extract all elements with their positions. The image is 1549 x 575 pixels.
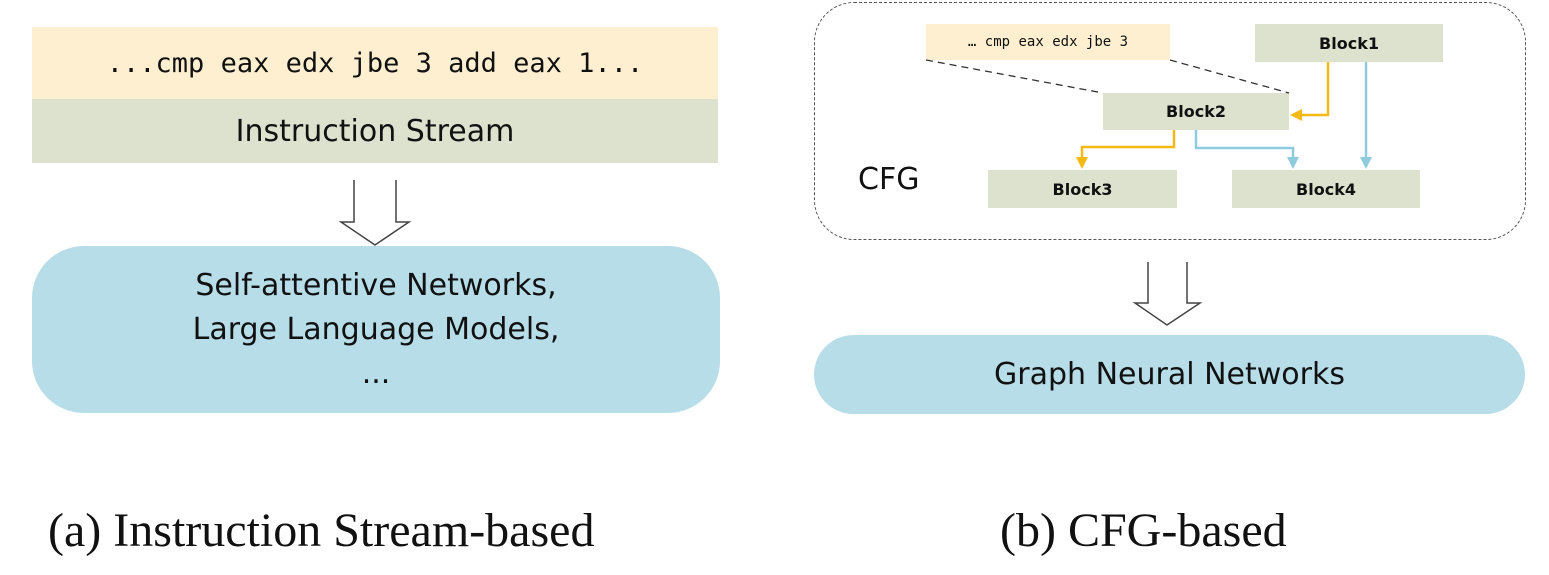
block-4: Block4 bbox=[1232, 170, 1420, 208]
sequence-models-box: Self-attentive Networks, Large Language … bbox=[32, 246, 720, 413]
model-line-3: ... bbox=[361, 355, 391, 391]
arrowhead-block1-block2 bbox=[1290, 109, 1302, 121]
edge-block1-block2 bbox=[1302, 62, 1330, 117]
arrowhead-block2-block4 bbox=[1287, 157, 1299, 169]
caption-b: (b) CFG-based bbox=[1000, 504, 1287, 557]
instruction-stream-label: Instruction Stream bbox=[32, 99, 718, 163]
zoom-line-left bbox=[925, 59, 1104, 94]
model-line-1: Self-attentive Networks, bbox=[195, 267, 557, 303]
edge-block2-block4 bbox=[1194, 130, 1295, 157]
cfg-code-snippet: … cmp eax edx jbe 3 bbox=[926, 24, 1170, 60]
edge-block2-block3 bbox=[1080, 130, 1176, 157]
arrowhead-block2-block3 bbox=[1076, 157, 1088, 169]
block-2: Block2 bbox=[1103, 93, 1289, 130]
block-1: Block1 bbox=[1255, 24, 1443, 62]
model-line-2: Large Language Models, bbox=[192, 311, 560, 347]
zoom-line-right bbox=[1169, 59, 1290, 94]
block-3: Block3 bbox=[988, 170, 1177, 208]
cfg-frame bbox=[814, 2, 1526, 240]
down-arrow-b bbox=[1132, 262, 1203, 326]
cfg-label: CFG bbox=[858, 162, 920, 197]
graph-neural-networks-box: Graph Neural Networks bbox=[814, 335, 1525, 414]
caption-a: (a) Instruction Stream-based bbox=[48, 504, 595, 557]
instruction-code-snippet: ...cmp eax edx jbe 3 add eax 1... bbox=[32, 27, 718, 99]
down-arrow-a bbox=[338, 180, 412, 246]
arrowhead-block1-block4 bbox=[1360, 157, 1372, 169]
